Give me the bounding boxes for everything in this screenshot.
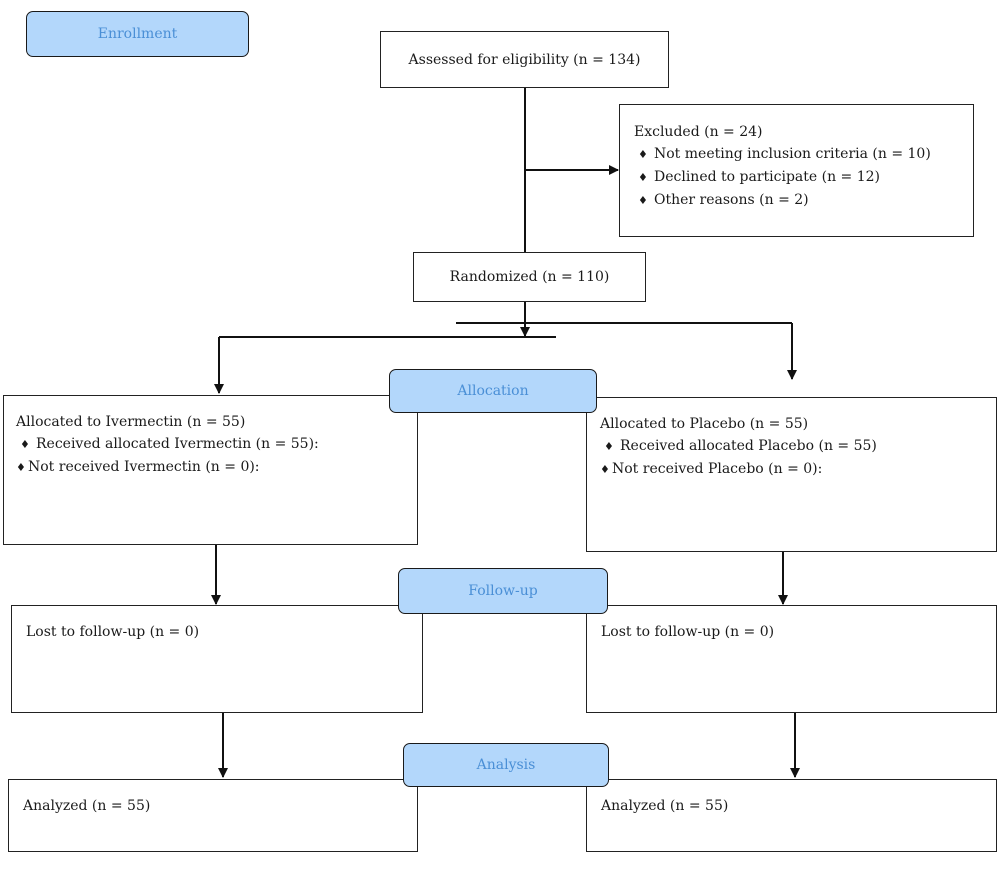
excluded-item: ♦ Not meeting inclusion criteria (n = 10) [634, 143, 973, 166]
excluded-title: Excluded (n = 24) [634, 124, 763, 140]
stage-label-analysis: Analysis [403, 743, 609, 787]
placebo-not-received-item: ♦Not received Placebo (n = 0): [600, 458, 996, 481]
diamond-bullet-icon: ♦ [600, 463, 610, 476]
placebo-analysis-box: Analyzed (n = 55) [586, 779, 997, 852]
ivermectin-received-item: ♦ Received allocated Ivermectin (n = 55): [16, 433, 417, 456]
ivermectin-followup-box: Lost to follow-up (n = 0) [11, 605, 423, 713]
ivermectin-not-received-item: ♦Not received Ivermectin (n = 0): [16, 456, 417, 479]
placebo-allocation-box: Allocated to Placebo (n = 55) ♦ Received … [586, 397, 997, 552]
assessed-box: Assessed for eligibility (n = 134) [380, 31, 669, 88]
randomized-text: Randomized (n = 110) [449, 269, 610, 285]
placebo-followup-box: Lost to follow-up (n = 0) [586, 605, 997, 713]
ivermectin-analysis-box: Analyzed (n = 55) [8, 779, 418, 852]
ivermectin-allocated-text: Allocated to Ivermectin (n = 55) [16, 414, 246, 430]
stage-label-follow-up: Follow-up [398, 568, 608, 614]
stage-label-analysis-text: Analysis [476, 757, 536, 773]
placebo-received-item: ♦ Received allocated Placebo (n = 55) [600, 435, 996, 458]
diamond-bullet-icon: ♦ [638, 171, 648, 184]
excluded-item-text: Declined to participate (n = 12) [654, 169, 881, 185]
placebo-received-text: Received allocated Placebo (n = 55) [620, 438, 877, 454]
excluded-item-text: Not meeting inclusion criteria (n = 10) [654, 146, 931, 162]
placebo-not-received-text: Not received Placebo (n = 0): [612, 461, 823, 477]
stage-label-enrollment: Enrollment [26, 11, 249, 57]
stage-label-allocation: Allocation [389, 369, 597, 413]
placebo-lost-text: Lost to follow-up (n = 0) [601, 624, 775, 640]
placebo-analyzed-text: Analyzed (n = 55) [601, 798, 729, 814]
ivermectin-not-received-text: Not received Ivermectin (n = 0): [28, 459, 260, 475]
ivermectin-lost-text: Lost to follow-up (n = 0) [26, 624, 200, 640]
excluded-item-text: Other reasons (n = 2) [654, 192, 809, 208]
diamond-bullet-icon: ♦ [638, 194, 648, 207]
assessed-text: Assessed for eligibility (n = 134) [408, 51, 641, 68]
excluded-item: ♦ Declined to participate (n = 12) [634, 166, 973, 189]
excluded-item: ♦ Other reasons (n = 2) [634, 189, 973, 212]
ivermectin-analyzed-text: Analyzed (n = 55) [23, 798, 151, 814]
placebo-allocated-text: Allocated to Placebo (n = 55) [600, 416, 809, 432]
ivermectin-allocation-box: Allocated to Ivermectin (n = 55) ♦ Receiv… [3, 395, 418, 545]
excluded-box: Excluded (n = 24) ♦ Not meeting inclusion… [619, 104, 974, 237]
stage-label-allocation-text: Allocation [457, 383, 529, 399]
stage-label-enrollment-text: Enrollment [97, 26, 178, 42]
diamond-bullet-icon: ♦ [20, 438, 30, 451]
randomized-box: Randomized (n = 110) [413, 252, 646, 302]
diamond-bullet-icon: ♦ [16, 461, 26, 474]
diamond-bullet-icon: ♦ [604, 440, 614, 453]
diamond-bullet-icon: ♦ [638, 148, 648, 161]
stage-label-follow-up-text: Follow-up [468, 583, 538, 599]
ivermectin-received-text: Received allocated Ivermectin (n = 55): [36, 436, 319, 452]
